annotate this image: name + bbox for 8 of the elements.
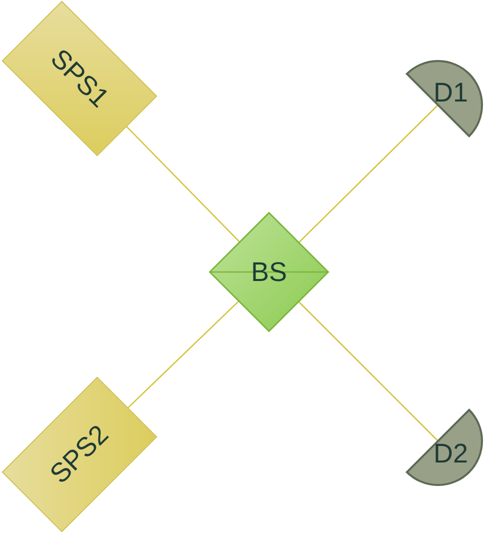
node-label: BS bbox=[250, 258, 288, 286]
link-line bbox=[126, 126, 240, 242]
link-line bbox=[298, 302, 438, 442]
link-line bbox=[128, 300, 239, 408]
link-line bbox=[298, 104, 438, 243]
node-label: D2 bbox=[433, 438, 468, 468]
station-diamond bbox=[209, 212, 329, 332]
node-label: D1 bbox=[433, 76, 468, 107]
